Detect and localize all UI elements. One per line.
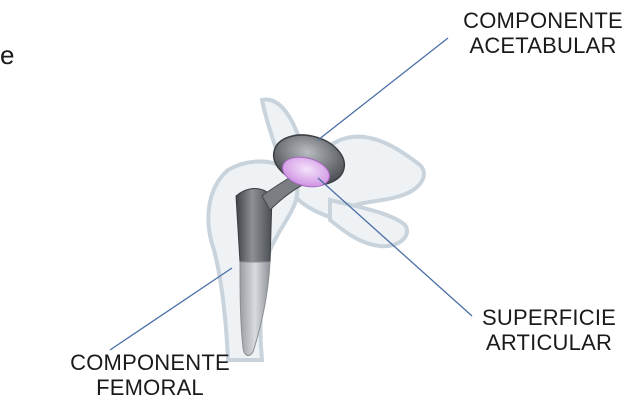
label-line: COMPONENTE [448, 8, 638, 33]
leader-line-femoral [110, 268, 232, 350]
label-line: FEMORAL [50, 375, 250, 400]
label-line: COMPONENTE [50, 350, 250, 375]
label-componente-acetabular: COMPONENTE ACETABULAR [448, 8, 638, 58]
label-componente-femoral: COMPONENTE FEMORAL [50, 350, 250, 400]
label-line: ARTICULAR [474, 330, 624, 355]
label-superficie-articular: SUPERFICIE ARTICULAR [474, 305, 624, 355]
leader-line-acetabular [318, 38, 448, 140]
label-line: SUPERFICIE [474, 305, 624, 330]
label-line: ACETABULAR [448, 33, 638, 58]
